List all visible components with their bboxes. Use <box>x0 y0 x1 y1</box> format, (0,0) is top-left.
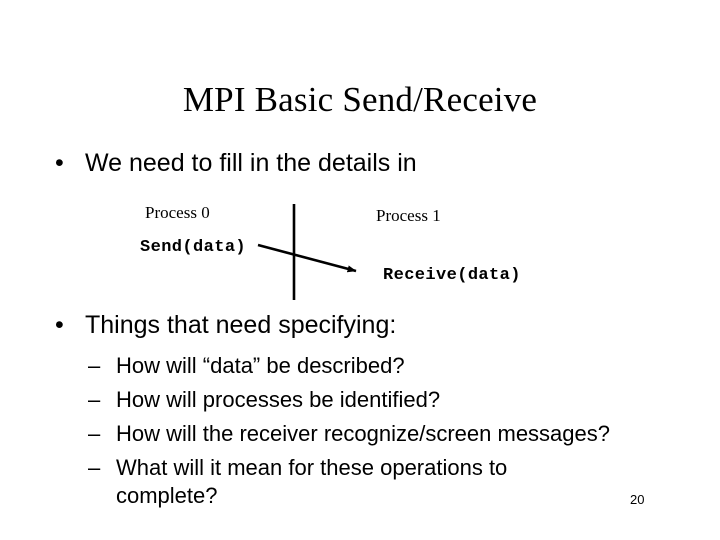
bullet-marker: • <box>55 311 64 339</box>
sub-bullet-text: How will processes be identified? <box>116 387 441 412</box>
process-1-label: Process 1 <box>376 206 441 225</box>
sub-bullet-text: How will the receiver recognize/screen m… <box>116 421 610 446</box>
bullet-text: We need to fill in the details in <box>85 149 417 177</box>
bullet-item-1: • We need to fill in the details in <box>55 148 417 178</box>
send-receive-diagram: Process 0 Process 1 Send(data) Receive(d… <box>0 190 720 310</box>
sub-bullet-item-4: – What will it mean for these operations… <box>88 454 586 510</box>
bullet-marker: • <box>55 149 64 177</box>
send-call-label: Send(data) <box>140 238 247 257</box>
sub-bullet-text: What will it mean for these operations t… <box>116 455 508 508</box>
page-title: MPI Basic Send/Receive <box>182 80 538 120</box>
sub-bullet-marker: – <box>88 353 101 378</box>
bullet-item-2: • Things that need specifying: <box>55 310 396 340</box>
receive-call-label: Receive(data) <box>383 266 521 285</box>
bullet-text: Things that need specifying: <box>85 311 397 339</box>
page-number: 20 <box>630 492 645 507</box>
sub-bullet-item-3: – How will the receiver recognize/screen… <box>88 420 610 448</box>
process-0-label: Process 0 <box>145 203 210 222</box>
sub-bullet-item-1: – How will “data” be described? <box>88 352 405 380</box>
message-arrow <box>257 243 357 273</box>
diagram-graphics <box>257 204 357 300</box>
sub-bullet-marker: – <box>88 421 101 446</box>
sub-bullet-text: How will “data” be described? <box>116 353 405 378</box>
sub-bullet-item-2: – How will processes be identified? <box>88 386 440 414</box>
sub-bullet-marker: – <box>88 455 101 480</box>
sub-bullet-marker: – <box>88 387 101 412</box>
